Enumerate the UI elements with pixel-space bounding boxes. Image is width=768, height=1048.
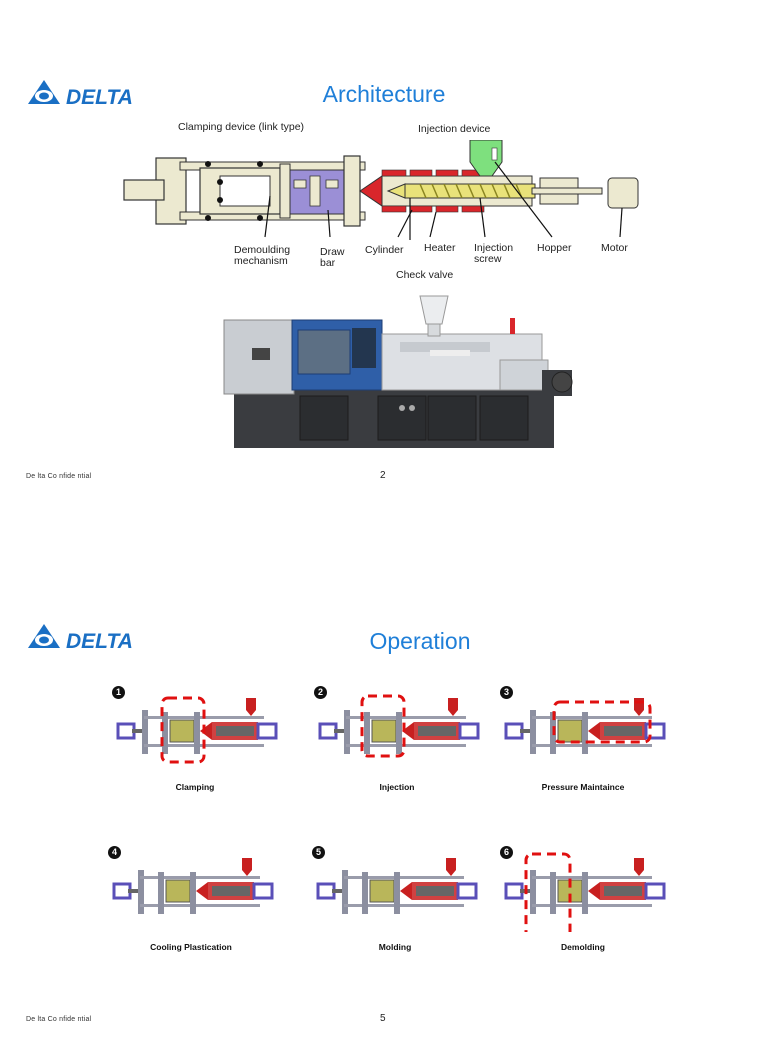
step-caption: Demolding: [561, 942, 605, 952]
label-motor: Motor: [601, 242, 628, 254]
step-number-badge: 5: [312, 846, 325, 859]
step-diagram: [316, 858, 478, 914]
step-caption: Molding: [378, 942, 412, 952]
footer-confidential: De lta Co nfide ntial: [26, 1016, 92, 1023]
step-diagram: [116, 696, 278, 764]
label-hopper: Hopper: [537, 242, 572, 254]
footer-confidential: De lta Co nfide ntial: [26, 473, 92, 480]
label-injection-device: Injection device: [418, 123, 491, 135]
delta-logo: DELTA: [26, 76, 148, 108]
slide-architecture: DELTA Architecture: [0, 0, 768, 500]
step-number-badge: 1: [112, 686, 125, 699]
slide-title: Operation: [369, 628, 471, 654]
page-number: 5: [380, 1013, 386, 1024]
label-heater: Heater: [424, 242, 456, 254]
step-number-badge: 4: [108, 846, 121, 859]
step-diagram: [504, 698, 666, 754]
step-caption: Pressure Maintaince: [541, 782, 625, 792]
step-caption: Injection: [379, 782, 415, 792]
machine-photo: [180, 290, 580, 460]
svg-text:DELTA: DELTA: [66, 86, 133, 108]
delta-logo: DELTA: [26, 620, 148, 652]
slide-title: Architecture: [322, 81, 446, 107]
step-diagram: [504, 852, 666, 932]
svg-text:DELTA: DELTA: [66, 630, 133, 652]
step-number-badge: 2: [314, 686, 327, 699]
page-number: 2: [380, 470, 386, 481]
step-diagram: [112, 858, 274, 914]
label-cylinder: Cylinder: [365, 244, 404, 256]
label-clamping-device: Clamping device (link type): [178, 121, 305, 133]
label-check-valve: Check valve: [396, 269, 454, 281]
step-number-badge: 6: [500, 846, 513, 859]
step-caption: Cooling Plastication: [150, 942, 232, 952]
step-caption: Clamping: [175, 782, 215, 792]
machine-schematic: [123, 140, 639, 240]
step-number-badge: 3: [500, 686, 513, 699]
step-diagram: [318, 694, 480, 758]
